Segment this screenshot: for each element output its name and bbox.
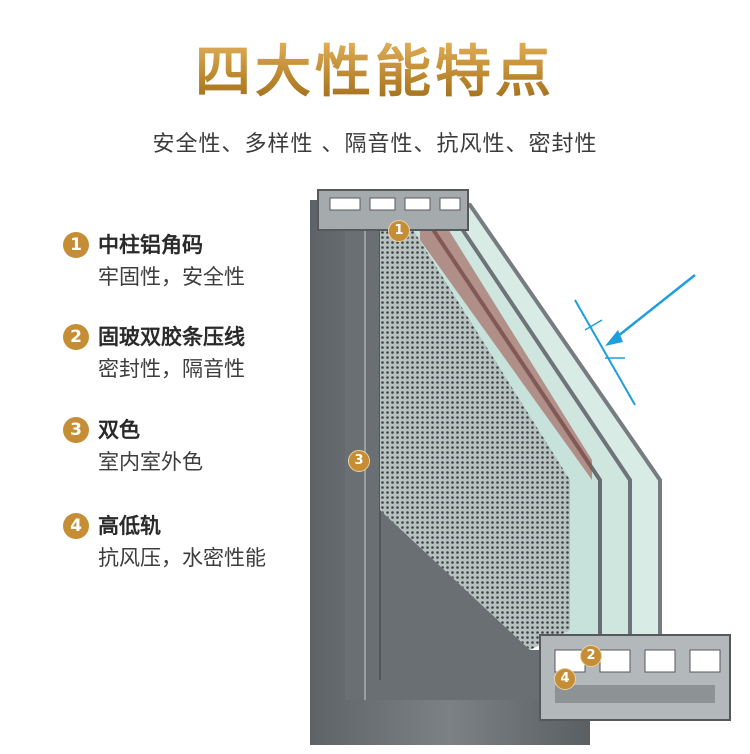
feature-title: 固玻双胶条压线: [98, 325, 245, 349]
window-profile-svg: [310, 189, 731, 745]
marker-1: 1: [388, 220, 410, 242]
feature-description: 牢固性，安全性: [98, 265, 245, 289]
feature-number-badge: 4: [63, 513, 89, 539]
feature-description: 抗风压，水密性能: [98, 546, 266, 570]
feature-title: 中柱铝角码: [98, 233, 203, 257]
marker-2: 2: [580, 645, 602, 667]
sash-frame: [345, 220, 590, 700]
outer-frame: [310, 200, 590, 745]
feature-number-badge: 3: [63, 417, 89, 443]
seal-strip: [420, 216, 592, 480]
feature-number-badge: 2: [63, 324, 89, 350]
feature-number-badge: 1: [63, 232, 89, 258]
feature-description: 室内室外色: [98, 450, 203, 474]
feature-description: 密封性，隔音性: [98, 357, 245, 381]
wind-arrow-icon: [574, 274, 696, 406]
marker-3: 3: [348, 450, 370, 472]
feature-title: 双色: [98, 418, 140, 442]
window-profile-illustration: 1 2 3 4: [300, 180, 750, 750]
page-subtitle: 安全性、多样性 、隔音性、抗风性、密封性: [152, 132, 598, 157]
page-title: 四大性能特点: [0, 38, 750, 108]
feature-title: 高低轨: [98, 514, 161, 538]
perforated-screen: [380, 225, 570, 650]
marker-4: 4: [554, 668, 576, 690]
